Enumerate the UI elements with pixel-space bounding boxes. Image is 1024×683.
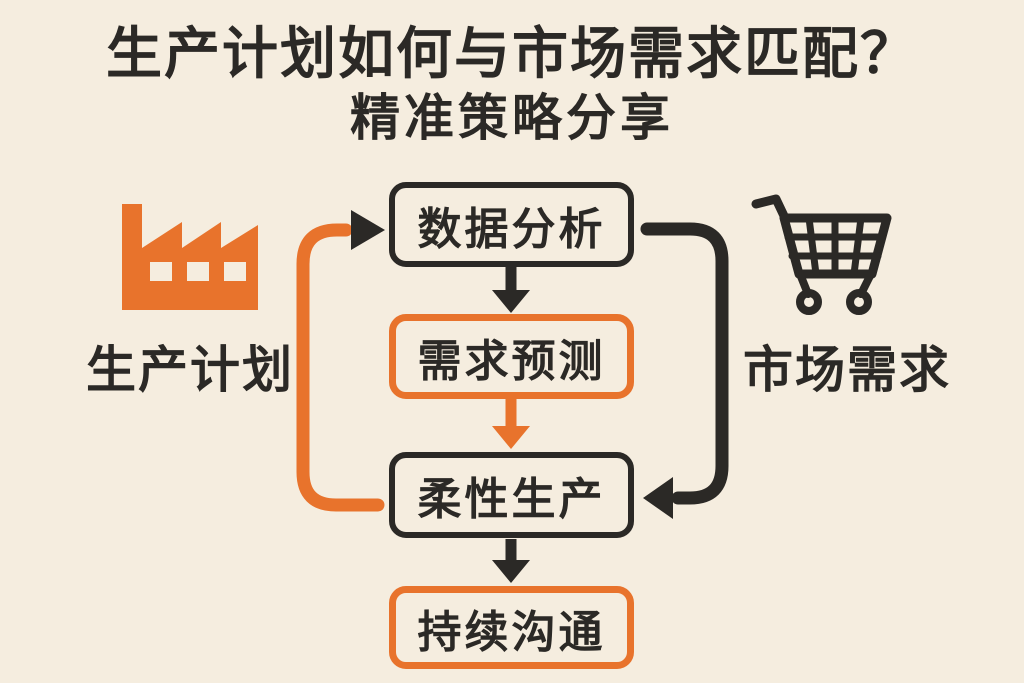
title-block: 生产计划如何与市场需求匹配？ 精准策略分享 (0, 20, 1024, 148)
arrow-step1-step2 (492, 267, 530, 313)
factory-icon (122, 204, 258, 310)
flow-step-data-analysis: 数据分析 (389, 182, 634, 267)
flow-step-continuous-communication: 持续沟通 (389, 586, 634, 669)
page-title: 生产计划如何与市场需求匹配？ (106, 22, 918, 85)
page-subtitle: 精准策略分享 (350, 90, 674, 146)
flow-step-demand-forecast: 需求预测 (389, 314, 634, 399)
arrow-step3-step4 (492, 539, 530, 583)
market-demand-loop-arrow (640, 222, 729, 519)
production-loop-arrow (296, 210, 385, 512)
market-demand-label: 市场需求 (743, 342, 951, 398)
flow-step-flexible-production: 柔性生产 (389, 452, 634, 538)
flow-step-label: 持续沟通 (417, 607, 606, 657)
shopping-cart-icon (751, 194, 892, 315)
flow-step-label: 柔性生产 (417, 475, 606, 524)
arrow-step2-step3 (492, 399, 530, 449)
production-plan-label: 生产计划 (86, 342, 294, 398)
flow-step-label: 数据分析 (417, 204, 606, 254)
flow-step-label: 需求预测 (417, 336, 606, 386)
